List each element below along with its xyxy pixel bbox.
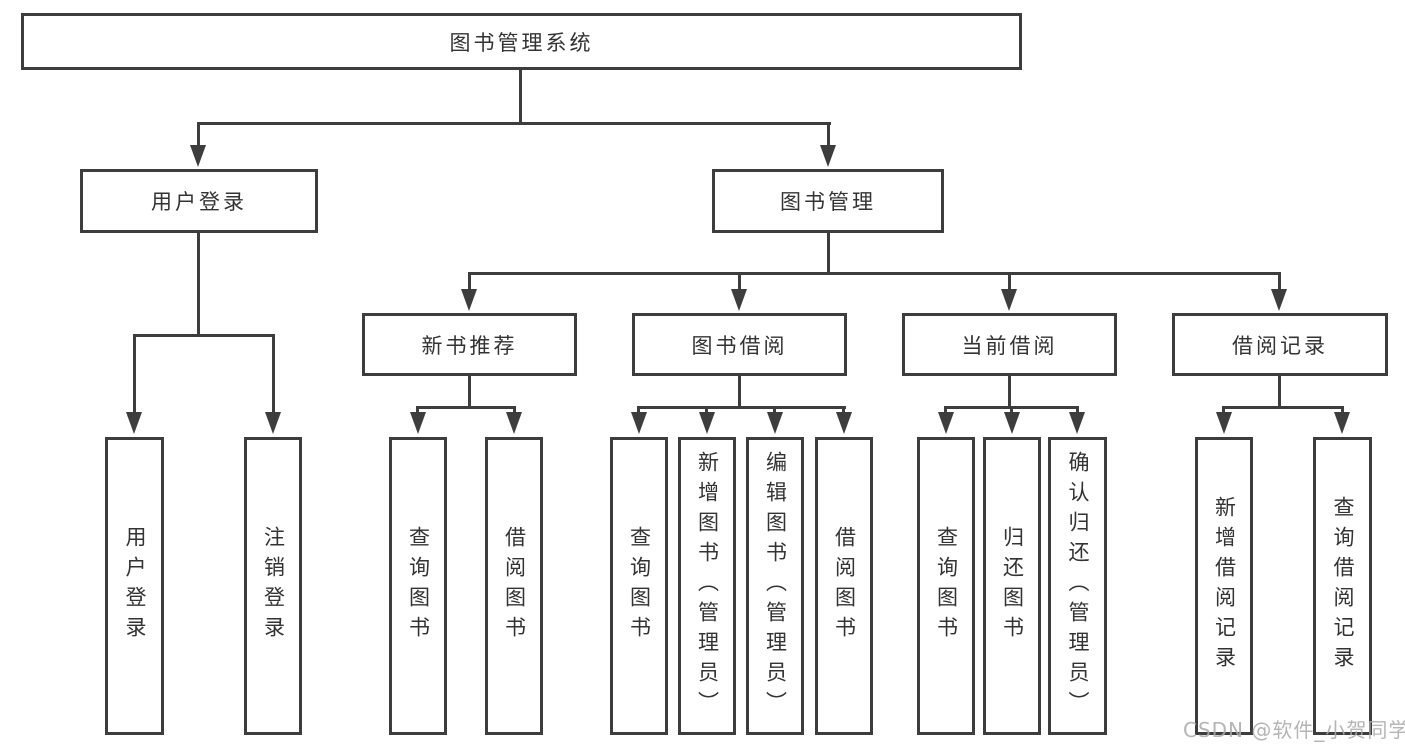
leaf-edit-book-admin-label: 编辑图书（管理员） [763, 451, 788, 721]
arrow-down-icon [938, 412, 954, 434]
leaf-edit-book-admin: 编辑图书（管理员） [746, 437, 804, 735]
leaf-return-books-label: 归还图书 [1000, 526, 1025, 646]
node-library-system: 图书管理系统 [21, 13, 1022, 70]
connector-line [468, 274, 471, 290]
connector-line [944, 408, 947, 414]
arrow-down-icon [126, 412, 142, 434]
arrow-down-icon [767, 412, 783, 434]
node-user-login-branch: 用户登录 [80, 169, 318, 233]
leaf-current-query-books-label: 查询图书 [934, 526, 959, 646]
node-new-book-recommend: 新书推荐 [362, 313, 577, 376]
connector-line [705, 408, 708, 414]
node-current-borrowing: 当前借阅 [902, 313, 1117, 376]
node-new-book-recommend-label: 新书推荐 [421, 333, 518, 358]
connector-line [827, 122, 830, 148]
connector-line [272, 336, 275, 414]
connector-line [944, 406, 1079, 409]
leaf-logout-label: 注销登录 [261, 526, 286, 646]
leaf-borrow-query-books: 查询图书 [610, 437, 668, 735]
leaf-add-book-admin: 新增图书（管理员） [678, 437, 736, 735]
connector-line [197, 122, 200, 148]
connector-line [1076, 408, 1079, 414]
arrow-down-icon [1334, 412, 1350, 434]
leaf-user-login-label: 用户登录 [123, 526, 147, 646]
arrow-down-icon [410, 412, 426, 434]
leaf-newbook-query-books-label: 查询图书 [406, 526, 431, 646]
connector-line [197, 233, 200, 337]
connector-line [1010, 408, 1013, 414]
node-borrowing-records: 借阅记录 [1172, 313, 1388, 376]
arrow-down-icon [631, 412, 647, 434]
arrow-down-icon [506, 412, 522, 434]
arrow-down-icon [461, 289, 477, 311]
node-book-borrowing-label: 图书借阅 [691, 333, 788, 358]
connector-line [519, 69, 522, 124]
leaf-newbook-query-books: 查询图书 [389, 437, 447, 735]
connector-line [1008, 376, 1011, 408]
node-current-borrowing-label: 当前借阅 [961, 333, 1058, 358]
arrow-down-icon [1216, 412, 1232, 434]
connector-line [773, 408, 776, 414]
connector-line [416, 406, 516, 409]
leaf-newbook-borrow-books-label: 借阅图书 [502, 526, 527, 646]
node-borrowing-records-label: 借阅记录 [1232, 333, 1328, 358]
connector-line [738, 274, 741, 290]
leaf-query-borrow-record: 查询借阅记录 [1313, 437, 1372, 735]
arrow-down-icon [1004, 412, 1020, 434]
leaf-return-books: 归还图书 [983, 437, 1041, 735]
connector-line [1222, 406, 1344, 409]
connector-line [1008, 274, 1011, 290]
leaf-query-borrow-record-label: 查询借阅记录 [1331, 496, 1355, 676]
arrow-down-icon [1271, 289, 1287, 311]
node-book-management-label: 图书管理 [780, 190, 876, 214]
leaf-user-login: 用户登录 [105, 437, 164, 735]
connector-line [133, 336, 136, 414]
connector-line [468, 376, 471, 408]
connector-line [468, 272, 1281, 275]
connector-line [1222, 408, 1225, 414]
arrow-down-icon [836, 412, 852, 434]
leaf-newbook-borrow-books: 借阅图书 [485, 437, 543, 735]
leaf-confirm-return-admin: 确认归还（管理员） [1048, 437, 1107, 735]
arrow-down-icon [699, 412, 715, 434]
connector-line [1278, 376, 1281, 408]
connector-line [197, 122, 831, 125]
leaf-borrow-borrow-books: 借阅图书 [815, 437, 873, 735]
connector-line [827, 233, 830, 274]
connector-line [1278, 274, 1281, 290]
leaf-current-query-books: 查询图书 [917, 437, 975, 735]
connector-line [637, 408, 640, 414]
leaf-add-borrow-record: 新增借阅记录 [1195, 437, 1253, 735]
leaf-borrow-borrow-books-label: 借阅图书 [832, 526, 857, 646]
watermark: CSDN @软件_小贺同学 [1183, 718, 1405, 742]
connector-line [133, 334, 275, 337]
connector-line [1341, 408, 1344, 414]
node-book-borrowing: 图书借阅 [632, 313, 847, 376]
arrow-down-icon [820, 145, 836, 167]
leaf-borrow-query-books-label: 查询图书 [627, 526, 652, 646]
node-library-system-label: 图书管理系统 [449, 30, 594, 55]
arrow-down-icon [731, 289, 747, 311]
connector-line [738, 376, 741, 408]
leaf-add-book-admin-label: 新增图书（管理员） [695, 451, 720, 721]
leaf-logout: 注销登录 [244, 437, 302, 735]
node-book-management: 图书管理 [712, 169, 944, 233]
connector-line [637, 406, 846, 409]
arrow-down-icon [190, 145, 206, 167]
arrow-down-icon [265, 412, 281, 434]
node-user-login-branch-label: 用户登录 [151, 190, 247, 214]
connector-line [513, 408, 516, 414]
arrow-down-icon [1001, 289, 1017, 311]
connector-line [842, 408, 845, 414]
leaf-add-borrow-record-label: 新增借阅记录 [1212, 496, 1237, 676]
arrow-down-icon [1069, 412, 1085, 434]
connector-line [416, 408, 419, 414]
leaf-confirm-return-admin-label: 确认归还（管理员） [1066, 451, 1090, 721]
